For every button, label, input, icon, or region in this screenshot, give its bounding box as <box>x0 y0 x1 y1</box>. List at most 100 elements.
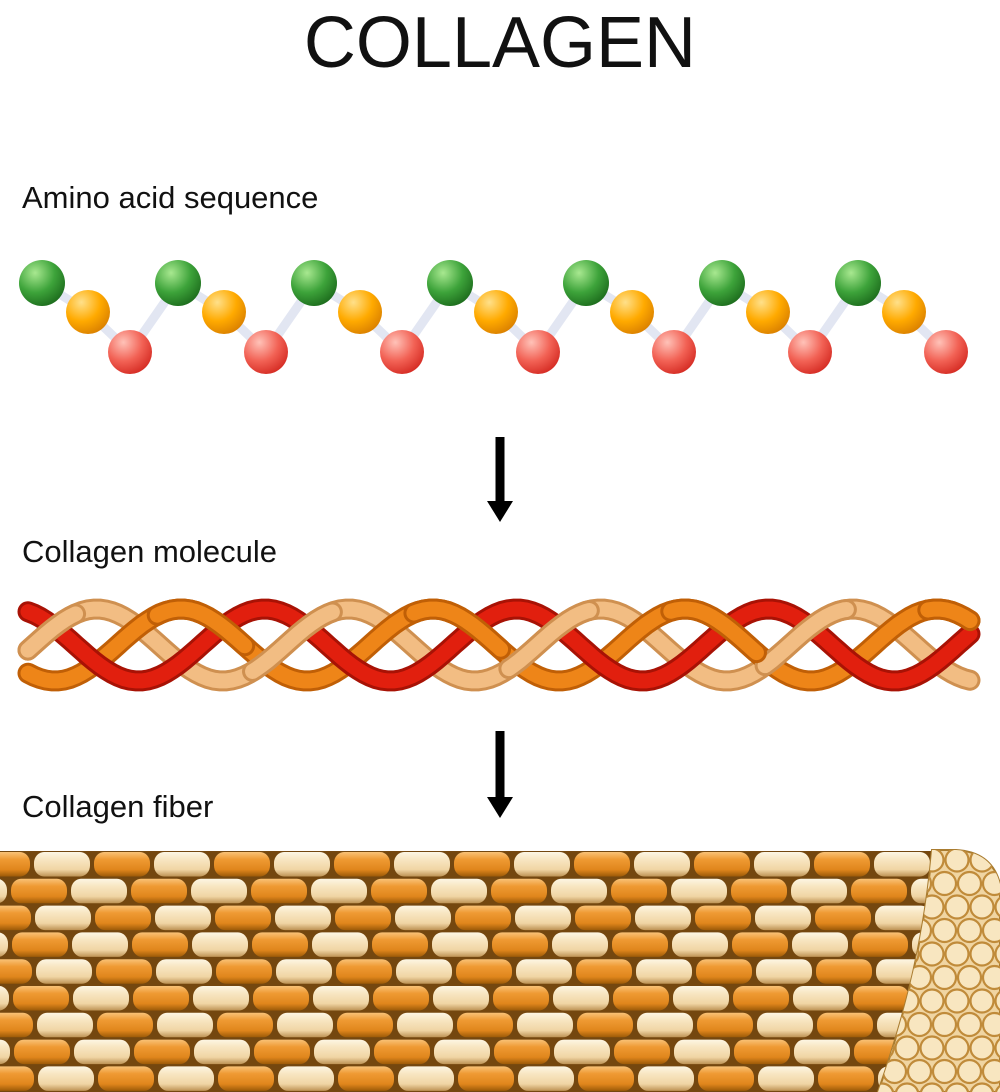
fibril-segment <box>72 932 128 957</box>
fibril-segment <box>611 878 667 904</box>
fibril-segment <box>217 1012 273 1038</box>
fibril-end <box>969 941 995 967</box>
fibril-segment <box>158 1066 214 1091</box>
fibril-segment <box>277 1012 333 1038</box>
fibril-segment <box>874 852 930 877</box>
fibril-segment <box>0 852 30 877</box>
fibril-segment <box>818 1066 874 1091</box>
fibril-segment <box>432 932 488 957</box>
fibril-segment <box>13 986 69 1011</box>
fibril-segment <box>793 986 849 1011</box>
fibril-segment <box>816 959 872 984</box>
fibril-segment <box>96 959 152 984</box>
fibril-segment <box>638 1066 694 1091</box>
fibril-end <box>931 1011 958 1038</box>
fibril-segment <box>457 1012 513 1038</box>
fibril-segment <box>371 878 427 904</box>
fibril-segment <box>553 986 609 1011</box>
fibril-segment <box>11 878 67 904</box>
fibril-segment <box>71 878 127 904</box>
fibril-segment <box>35 905 91 931</box>
fibril-segment <box>754 852 810 877</box>
fibril-end <box>994 1035 1000 1061</box>
fibril-segment <box>875 905 931 931</box>
amino-acid-ball-red <box>924 330 968 374</box>
fibril-segment <box>0 905 31 931</box>
fibril-segment <box>434 1039 490 1065</box>
fibril-segment <box>815 905 871 931</box>
fibril-segment <box>733 986 789 1011</box>
fibril-segment <box>37 1012 93 1038</box>
fibril-segment <box>335 905 391 931</box>
fibril-segment <box>696 959 752 984</box>
fibril-segment <box>851 878 907 904</box>
fibril-segment <box>852 932 908 957</box>
fibril-segment <box>192 932 248 957</box>
fibril-segment <box>132 932 188 957</box>
fibril-segment <box>455 905 511 931</box>
fibril-segment <box>74 1039 130 1065</box>
fibril-segment <box>396 959 452 984</box>
fibril-segment <box>14 1039 70 1065</box>
fibril-end <box>906 1058 933 1085</box>
fibril-end <box>994 850 1000 873</box>
fibril-segment <box>791 878 847 904</box>
amino-acid-ball-orange <box>610 290 654 334</box>
fibril-segment <box>194 1039 250 1065</box>
fibril-segment <box>637 1012 693 1038</box>
fibril-segment <box>792 932 848 957</box>
fibril-end <box>931 917 958 944</box>
fibril-segment <box>133 986 189 1011</box>
fibril-segment <box>154 852 210 877</box>
fibril-segment <box>433 986 489 1011</box>
fibril-segment <box>758 1066 814 1091</box>
fibril-segment <box>757 1012 813 1038</box>
fibril-segment <box>613 986 669 1011</box>
fibril-segment <box>0 1066 34 1091</box>
fibril-end <box>919 1082 945 1092</box>
amino-acid-ball-green <box>427 260 473 306</box>
amino-acid-ball-green <box>155 260 201 306</box>
fibril-segment <box>312 932 368 957</box>
fibril-segment <box>397 1012 453 1038</box>
fibril-segment <box>337 1012 393 1038</box>
amino-acid-chain <box>19 260 968 374</box>
strand <box>20 601 978 689</box>
amino-acid-ball-orange <box>338 290 382 334</box>
amino-acid-ball-green <box>563 260 609 306</box>
amino-acid-ball-red <box>380 330 424 374</box>
fibril-segment <box>334 852 390 877</box>
fibril-segment <box>372 932 428 957</box>
fibril-segment <box>454 852 510 877</box>
fibril-segment <box>193 986 249 1011</box>
collagen-molecule-helix <box>17 598 981 692</box>
fibril-segment <box>374 1039 430 1065</box>
fibril-end <box>994 988 1000 1014</box>
label-collagen-molecule: Collagen molecule <box>22 534 278 569</box>
label-amino-acid-sequence: Amino acid sequence <box>22 180 319 215</box>
strand <box>20 601 978 689</box>
fibril-segment <box>673 986 729 1011</box>
diagram-title: COLLAGEN <box>303 3 697 83</box>
fibril-end <box>944 1082 970 1092</box>
fibril-end <box>944 850 970 873</box>
amino-acid-ball-orange <box>746 290 790 334</box>
fibril-segment <box>552 932 608 957</box>
fibril-segment <box>155 905 211 931</box>
fibril-segment <box>12 932 68 957</box>
fibril-end <box>981 917 1000 944</box>
fibril-segment <box>695 905 751 931</box>
fibril-segment <box>373 986 429 1011</box>
fibril-end <box>906 1011 933 1038</box>
down-arrow-1 <box>487 437 513 522</box>
amino-acid-ball-green <box>19 260 65 306</box>
amino-acid-ball-orange <box>202 290 246 334</box>
fibril-segment <box>0 1012 33 1038</box>
amino-acid-ball-red <box>788 330 832 374</box>
fibril-segment <box>612 932 668 957</box>
fibril-end <box>956 1058 983 1085</box>
fibril-segment <box>494 1039 550 1065</box>
fibril-end <box>944 941 970 967</box>
fibril-segment <box>253 986 309 1011</box>
